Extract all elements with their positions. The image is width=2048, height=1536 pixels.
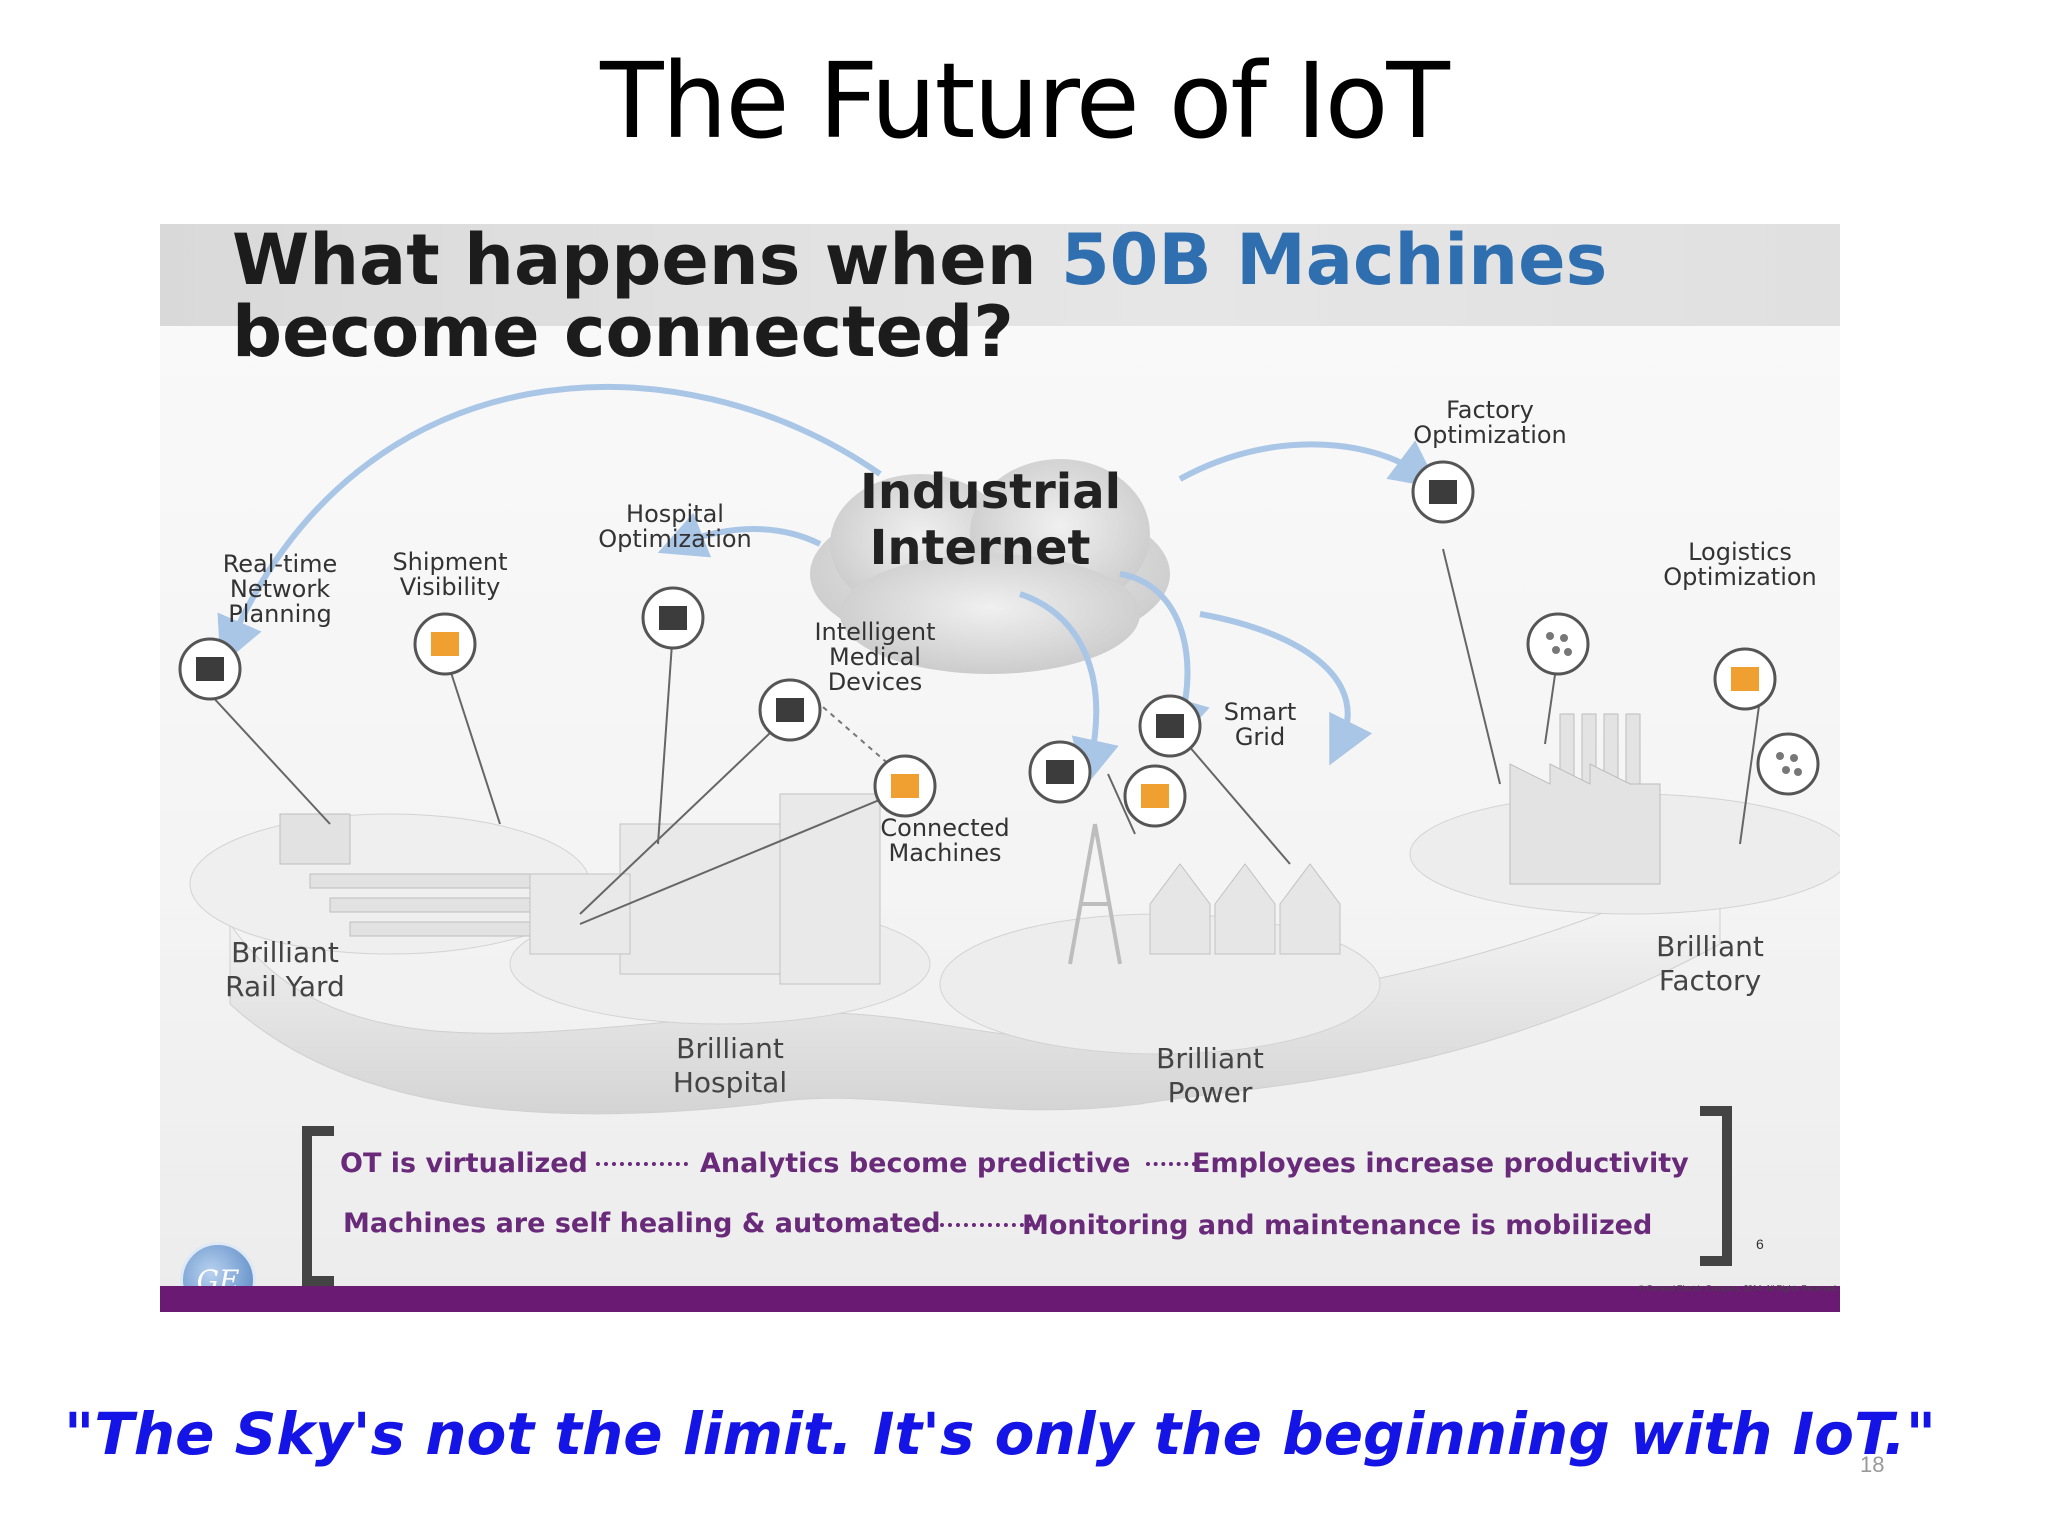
arrow-to-realtime: [217, 383, 882, 667]
scene-illustration: [178, 383, 1840, 1115]
label-shipment-visibility: Shipment Visibility: [392, 548, 508, 601]
sensor-pins: [178, 460, 1820, 828]
place-brilliant-power: Brilliant Power: [1156, 1042, 1264, 1109]
logistics-pin-box: [1713, 647, 1777, 711]
iot-infographic: What happens when 50B Machines become co…: [160, 224, 1840, 1312]
logistics-pin-dots-2: [1756, 732, 1820, 796]
medical-pin: [758, 678, 822, 742]
outcomes-bracket-right: [1700, 1106, 1732, 1266]
dotted-connector: [596, 1162, 688, 1166]
outcome-self-healing: Machines are self healing & automated: [343, 1208, 941, 1239]
header-band: [160, 224, 1840, 326]
label-connected-machines: Connected Machines: [880, 814, 1010, 867]
label-logistics-optimization: Logistics Optimization: [1663, 538, 1817, 591]
panel-page-number: 6: [1756, 1236, 1764, 1252]
arrow-to-factory: [1178, 440, 1440, 489]
slide-quote: "The Sky's not the limit. It's only the …: [64, 1400, 1936, 1468]
power-plant: [1068, 823, 1341, 965]
copyright-text: © General Electric Company, 2014. All Ri…: [1638, 1284, 1838, 1293]
arrow-to-hospital: [657, 512, 822, 558]
label-factory-optimization: Factory Optimization: [1413, 396, 1567, 449]
label-hospital-optimization: Hospital Optimization: [598, 500, 752, 553]
place-brilliant-hospital: Brilliant Hospital: [672, 1032, 788, 1099]
logistics-pin-dots: [1526, 612, 1590, 676]
headline-line2: become connected?: [232, 291, 1014, 373]
place-brilliant-rail-yard: Brilliant Rail Yard: [225, 936, 345, 1003]
dotted-connector: [1146, 1162, 1196, 1166]
outcome-analytics-predictive: Analytics become predictive: [700, 1148, 1131, 1179]
arrow-to-grid: [1119, 571, 1210, 748]
factory-pin: [1411, 460, 1475, 524]
headline-accent: 50B Machines: [1060, 224, 1608, 301]
infographic-headline: What happens when 50B Machines become co…: [232, 224, 1607, 368]
factory-building: [1509, 713, 1661, 885]
smartgrid-pin: [1138, 694, 1202, 758]
shipment-pin: [413, 612, 477, 676]
cloud-label: Industrial Internet: [860, 464, 1122, 576]
dotted-connector: [940, 1223, 1040, 1227]
arrow-to-power: [1019, 591, 1119, 788]
hospital-building: [529, 793, 881, 985]
label-intelligent-medical-devices: Intelligent Medical Devices: [814, 618, 936, 696]
label-smart-grid: Smart Grid: [1223, 698, 1297, 751]
headline-prefix: What happens when: [232, 224, 1061, 301]
industrial-internet-cloud: [810, 459, 1170, 674]
realtime-pin: [178, 637, 242, 701]
arrow-to-factory-lower: [1199, 611, 1373, 766]
power-pin-b: [1123, 764, 1187, 828]
place-brilliant-factory: Brilliant Factory: [1656, 930, 1764, 997]
outcome-ot-virtualized: OT is virtualized: [340, 1148, 588, 1179]
slide-title: The Future of IoT: [600, 40, 1450, 162]
connection-arrows: [217, 383, 1440, 788]
power-pin-a: [1028, 740, 1092, 804]
hospital-pin: [641, 586, 705, 650]
footer-bar: [160, 1286, 1840, 1312]
slide-number: 18: [1860, 1452, 1885, 1477]
label-realtime-network-planning: Real-time Network Planning: [222, 550, 338, 628]
outcome-employees-productivity: Employees increase productivity: [1192, 1148, 1689, 1179]
outcomes-bracket-left: [302, 1126, 334, 1286]
connected-pin: [873, 754, 937, 818]
outcome-monitoring-mobilized: Monitoring and maintenance is mobilized: [1022, 1210, 1653, 1241]
